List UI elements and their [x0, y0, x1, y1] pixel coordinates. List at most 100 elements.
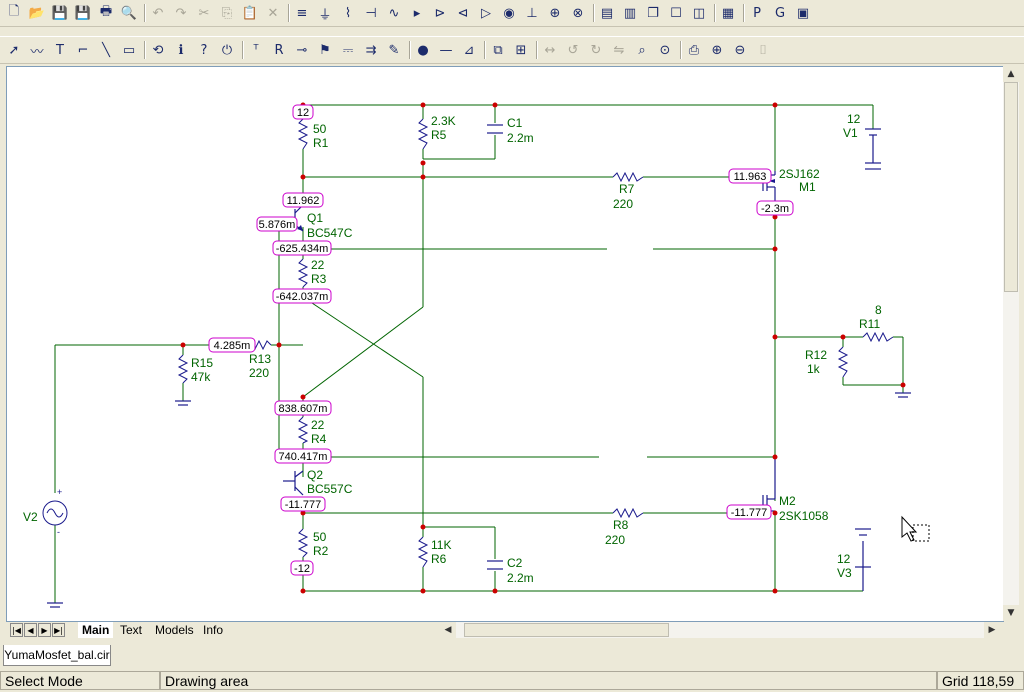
- vertical-scroll-thumb[interactable]: [1004, 82, 1018, 292]
- voltage-label[interactable]: -2.3m: [756, 200, 794, 216]
- voltage-label[interactable]: 11.962: [282, 192, 324, 208]
- binoculars-icon[interactable]: ⊙: [659, 42, 671, 58]
- schematic[interactable]: + - 50 R1 2.3: [7, 67, 1003, 621]
- window-v-icon[interactable]: ▥: [623, 5, 637, 21]
- opamp-icon[interactable]: ▷: [481, 5, 491, 21]
- scroll-down-icon[interactable]: ▼: [1003, 605, 1019, 621]
- text-tool-icon[interactable]: T: [56, 42, 64, 58]
- layout-icon[interactable]: ▣: [796, 5, 810, 21]
- calculator-icon[interactable]: ▦: [721, 5, 735, 21]
- voltage-label[interactable]: 740.417m: [274, 448, 332, 464]
- voltage-label[interactable]: -12: [290, 560, 314, 576]
- voltage-label[interactable]: -642.037m: [272, 288, 332, 304]
- voltage-source-icon[interactable]: ⊕: [549, 5, 561, 21]
- voltage-label[interactable]: 838.607m: [274, 400, 332, 416]
- text-label-icon[interactable]: ᵀ: [253, 42, 259, 58]
- rotate-cw-icon[interactable]: ↻: [590, 42, 602, 58]
- open-icon[interactable]: 📂: [28, 5, 46, 21]
- next-tab-icon[interactable]: ▶: [38, 623, 51, 637]
- voltage-label[interactable]: -11.777: [726, 504, 772, 520]
- node-icon[interactable]: ●: [417, 42, 429, 58]
- voltage-label[interactable]: 4.285m: [208, 337, 256, 353]
- highlight-icon[interactable]: ✎: [388, 42, 400, 58]
- scroll-up-icon[interactable]: ▲: [1003, 66, 1019, 82]
- zoom-in-icon[interactable]: ⊕: [711, 42, 723, 58]
- svg-text:-: -: [57, 527, 60, 537]
- rotate-icon[interactable]: ⟲: [152, 42, 164, 58]
- toolbar-separator: [680, 41, 682, 59]
- find-icon[interactable]: ⌕: [638, 42, 646, 58]
- undo-icon[interactable]: ↶: [152, 5, 164, 21]
- horizontal-scrollbar[interactable]: ◀ ▶: [440, 622, 1000, 638]
- help-icon[interactable]: ?: [200, 42, 208, 58]
- scroll-right-icon[interactable]: ▶: [984, 622, 1000, 638]
- resistor-tag-icon[interactable]: R: [274, 42, 284, 58]
- transistor-icon[interactable]: ⊲: [457, 5, 469, 21]
- line-icon[interactable]: ⌐: [77, 42, 89, 58]
- print-icon[interactable]: 🖶: [99, 4, 113, 19]
- meter-icon[interactable]: ◉: [503, 5, 515, 21]
- expand-icon[interactable]: ↔: [544, 42, 556, 58]
- save-icon[interactable]: 💾: [51, 5, 69, 21]
- capacitor-icon[interactable]: ⊣: [365, 5, 377, 21]
- exit-icon[interactable]: ⏻: [221, 42, 233, 58]
- component-box-icon[interactable]: ▭: [122, 42, 136, 58]
- new-icon[interactable]: 🗋: [8, 4, 20, 19]
- wire-icon[interactable]: 〰: [30, 44, 44, 60]
- resistor-icon[interactable]: ⌇: [344, 5, 352, 21]
- tab-models[interactable]: Models: [155, 623, 194, 637]
- postprocessor-icon[interactable]: P: [753, 5, 761, 21]
- tab-text[interactable]: Text: [120, 623, 143, 637]
- current-source-icon[interactable]: ⊗: [572, 5, 584, 21]
- select-arrow-icon[interactable]: ➚: [8, 42, 20, 58]
- voltage-label[interactable]: 12: [292, 104, 314, 120]
- layers-icon[interactable]: ⧉: [493, 42, 503, 58]
- input-arrow-icon[interactable]: ⇉: [365, 42, 377, 58]
- flag-icon[interactable]: ⚑: [319, 42, 331, 58]
- voltage-label[interactable]: -625.434m: [272, 240, 332, 256]
- grid-icon[interactable]: ⊞: [515, 42, 527, 58]
- copy-icon[interactable]: ⎘: [221, 5, 233, 21]
- redo-icon[interactable]: ↷: [175, 5, 187, 21]
- grapher-icon[interactable]: G: [774, 5, 786, 21]
- probe-icon[interactable]: ⊸: [296, 42, 308, 58]
- cascade-icon[interactable]: ❐: [647, 5, 659, 21]
- tab-info[interactable]: Info: [203, 623, 224, 637]
- pin-icon[interactable]: ⊿: [463, 42, 475, 58]
- document-tab[interactable]: YumaMosfet_bal.cir: [3, 645, 111, 666]
- zoom-out-icon[interactable]: ⊖: [734, 42, 746, 58]
- flip-icon[interactable]: ⇋: [613, 42, 625, 58]
- bus-icon[interactable]: ≡: [296, 5, 308, 21]
- wire-tool-icon[interactable]: —: [439, 42, 453, 58]
- delete-icon[interactable]: ✕: [267, 5, 279, 21]
- cut-icon[interactable]: ✂: [198, 5, 210, 21]
- voltage-label[interactable]: 5.876m: [256, 216, 298, 232]
- dc-icon[interactable]: ⎓: [342, 42, 354, 58]
- print-area-icon[interactable]: ⎙: [688, 42, 700, 58]
- drawing-area[interactable]: + - 50 R1 2.3: [6, 66, 1004, 622]
- paste-icon[interactable]: 📋: [241, 5, 259, 21]
- save-as-icon[interactable]: 💾: [74, 5, 92, 21]
- zener-icon[interactable]: ⊳: [434, 5, 446, 21]
- prev-tab-icon[interactable]: ◀: [24, 623, 37, 637]
- camera-icon[interactable]: ⌷: [759, 42, 767, 58]
- scroll-left-icon[interactable]: ◀: [440, 622, 456, 638]
- info-icon[interactable]: ℹ: [178, 42, 184, 58]
- ground-icon[interactable]: ⏚: [318, 7, 332, 23]
- print-preview-icon[interactable]: 🔍: [120, 5, 138, 21]
- last-tab-icon[interactable]: ▶|: [52, 623, 65, 637]
- battery-icon[interactable]: ⊥: [526, 5, 538, 21]
- maximize-icon[interactable]: ☐: [670, 5, 682, 21]
- horizontal-scroll-thumb[interactable]: [464, 623, 669, 637]
- vertical-scrollbar[interactable]: ▲ ▼: [1003, 66, 1019, 621]
- diode-icon[interactable]: ▸: [413, 5, 421, 21]
- diagonal-line-icon[interactable]: ╲: [102, 42, 110, 58]
- voltage-label[interactable]: -11.777: [280, 496, 326, 512]
- rotate-ccw-icon[interactable]: ↺: [567, 42, 579, 58]
- first-tab-icon[interactable]: |◀: [10, 623, 23, 637]
- window-h-icon[interactable]: ▤: [600, 5, 614, 21]
- split-icon[interactable]: ◫: [692, 5, 706, 21]
- tab-main[interactable]: Main: [78, 622, 114, 638]
- voltage-label[interactable]: 11.963: [728, 168, 772, 184]
- inductor-icon[interactable]: ∿: [388, 5, 400, 21]
